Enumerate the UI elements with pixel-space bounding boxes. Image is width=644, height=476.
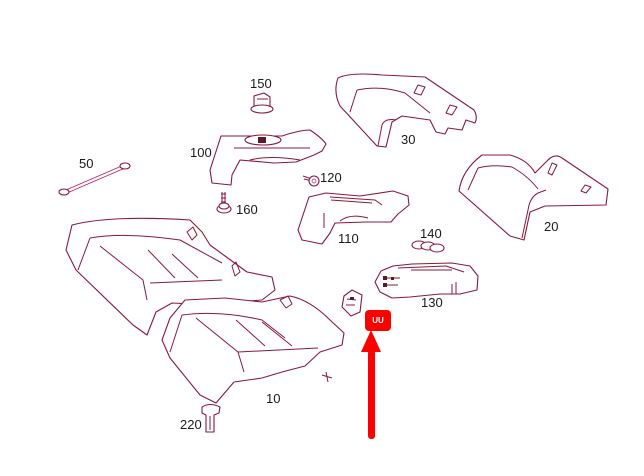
part-120-screw[interactable]: [302, 175, 320, 187]
callout-badge[interactable]: UU: [365, 310, 391, 331]
part-110-trim[interactable]: [297, 190, 410, 245]
callout-glyph: UU: [372, 315, 384, 325]
part-140-orings[interactable]: [411, 240, 445, 253]
part-220-clip[interactable]: [201, 403, 221, 433]
label-140: 140: [420, 226, 442, 241]
label-100: 100: [190, 145, 212, 160]
label-50: 50: [79, 156, 94, 171]
label-30: 30: [401, 132, 416, 147]
part-160-screw[interactable]: [216, 192, 232, 214]
part-clip[interactable]: [341, 289, 363, 317]
label-150: 150: [250, 76, 272, 91]
part-10-seatback[interactable]: [65, 217, 276, 336]
label-130: 130: [421, 295, 443, 310]
callout-arrow: [361, 330, 381, 439]
part-30-cover[interactable]: [335, 73, 477, 148]
label-120: 120: [320, 170, 342, 185]
part-150-nut[interactable]: [250, 92, 274, 114]
part-130-armrest[interactable]: [374, 262, 479, 299]
part-50-wire[interactable]: [58, 162, 131, 196]
label-160: 160: [236, 202, 258, 217]
part-10-cushion[interactable]: [161, 295, 345, 404]
part-100-trim[interactable]: [209, 129, 327, 186]
label-10: 10: [266, 391, 281, 406]
label-20: 20: [544, 219, 559, 234]
label-220: 220: [180, 417, 202, 432]
part-20-cover[interactable]: [458, 154, 609, 241]
label-110: 110: [338, 231, 359, 246]
